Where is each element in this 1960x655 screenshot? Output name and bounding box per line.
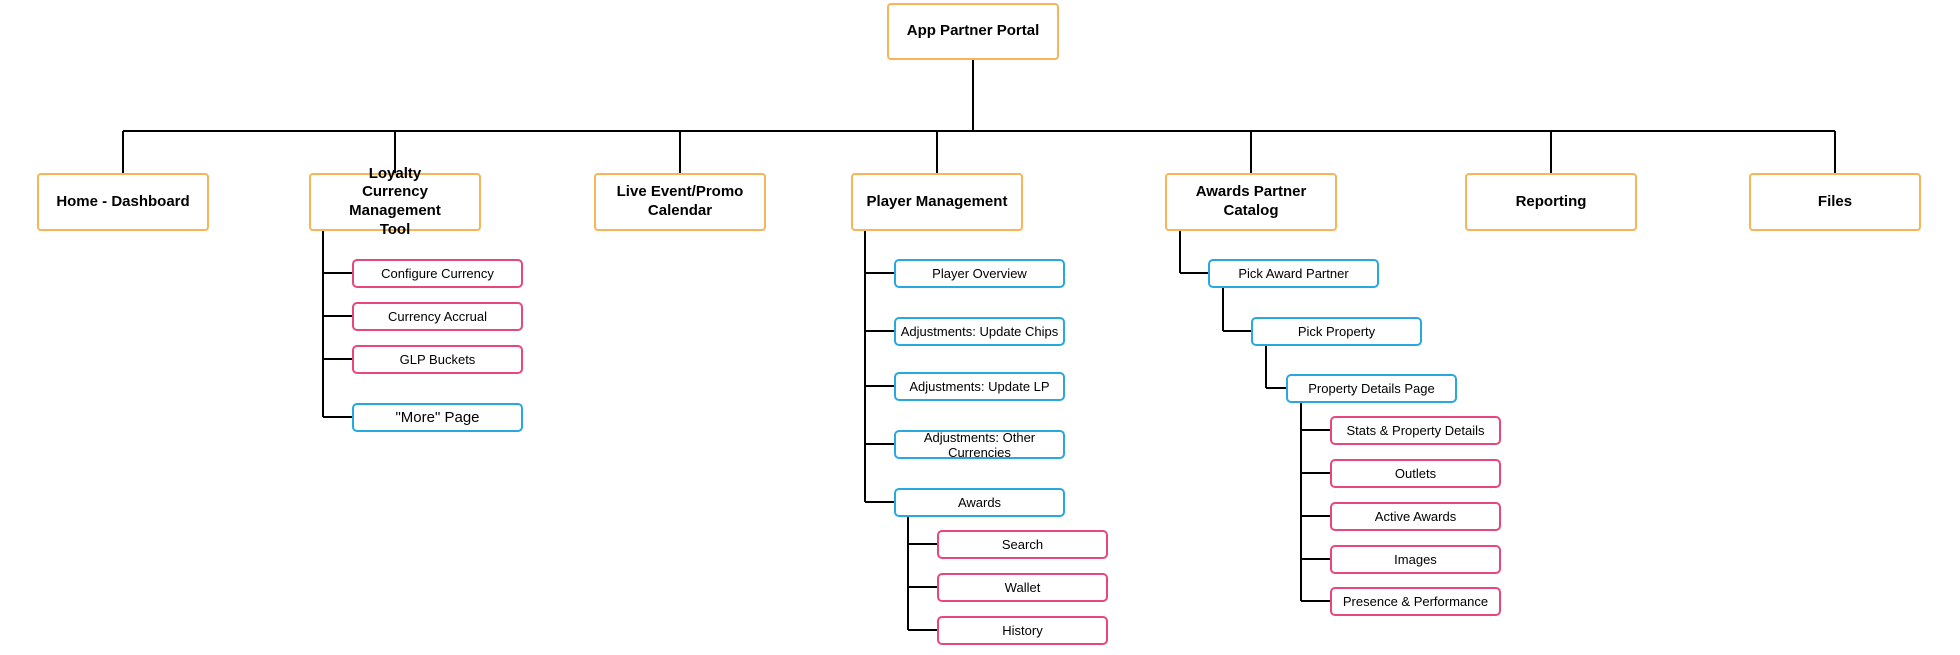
node-label: Awards Partner Catalog <box>1195 183 1307 219</box>
page-other-currencies: Adjustments: Other Currencies <box>894 429 1065 460</box>
node-label: Files <box>1817 192 1853 210</box>
page-awards-history: History <box>937 616 1108 645</box>
node-label: Search <box>1001 537 1044 552</box>
section-reporting: Reporting <box>1465 173 1637 231</box>
node-label: Awards <box>957 495 1002 510</box>
section-files: Files <box>1749 173 1921 231</box>
node-label: Home - Dashboard <box>56 192 190 210</box>
page-awards-search: Search <box>937 530 1108 559</box>
node-label: Currency Accrual <box>388 309 487 324</box>
section-awards-partner-catalog: Awards Partner Catalog <box>1165 173 1337 231</box>
page-outlets: Outlets <box>1330 459 1501 488</box>
section-loyalty-currency-tool: Loyalty Currency Management Tool <box>309 165 481 238</box>
node-label: Wallet <box>1004 580 1041 595</box>
section-player-management: Player Management <box>851 173 1023 231</box>
page-update-lp: Adjustments: Update LP <box>894 372 1065 401</box>
page-presence-performance: Presence & Performance <box>1330 587 1501 616</box>
node-label: "More" Page <box>395 409 480 426</box>
node-label: Pick Award Partner <box>1238 266 1349 281</box>
node-label: Outlets <box>1394 466 1437 481</box>
page-more: "More" Page <box>352 403 523 432</box>
page-awards-wallet: Wallet <box>937 573 1108 602</box>
node-label: Images <box>1394 552 1437 567</box>
node-label: Adjustments: Update LP <box>909 379 1050 394</box>
node-label: Adjustments: Update Chips <box>900 324 1059 339</box>
node-label: GLP Buckets <box>399 352 476 367</box>
page-active-awards: Active Awards <box>1330 502 1501 531</box>
node-label: Pick Property <box>1297 324 1376 339</box>
page-currency-accrual: Currency Accrual <box>352 302 523 331</box>
node-label: Adjustments: Other Currencies <box>923 429 1036 460</box>
node-label: History <box>1002 623 1043 638</box>
page-update-chips: Adjustments: Update Chips <box>894 317 1065 346</box>
page-pick-award-partner: Pick Award Partner <box>1208 259 1379 288</box>
node-label: App Partner Portal <box>906 22 1040 40</box>
node-label: Property Details Page <box>1308 381 1435 396</box>
node-label: Presence & Performance <box>1342 594 1489 609</box>
node-label: Live Event/Promo Calendar <box>616 183 744 219</box>
page-stats-property-details: Stats & Property Details <box>1330 416 1501 445</box>
node-label: Player Management <box>866 192 1008 210</box>
page-configure-currency: Configure Currency <box>352 259 523 288</box>
page-glp-buckets: GLP Buckets <box>352 345 523 374</box>
root-node-app-partner-portal: App Partner Portal <box>887 3 1059 60</box>
page-images: Images <box>1330 545 1501 574</box>
page-player-awards: Awards <box>894 488 1065 517</box>
node-label: Configure Currency <box>381 266 494 281</box>
node-label: Active Awards <box>1374 509 1457 524</box>
node-label: Reporting <box>1515 192 1587 210</box>
section-home-dashboard: Home - Dashboard <box>37 173 209 231</box>
page-player-overview: Player Overview <box>894 259 1065 288</box>
page-property-details: Property Details Page <box>1286 374 1457 403</box>
section-live-event-calendar: Live Event/Promo Calendar <box>594 173 766 231</box>
node-label: Loyalty Currency Management Tool <box>349 164 441 238</box>
node-label: Stats & Property Details <box>1346 423 1485 438</box>
page-pick-property: Pick Property <box>1251 317 1422 346</box>
node-label: Player Overview <box>932 266 1027 281</box>
